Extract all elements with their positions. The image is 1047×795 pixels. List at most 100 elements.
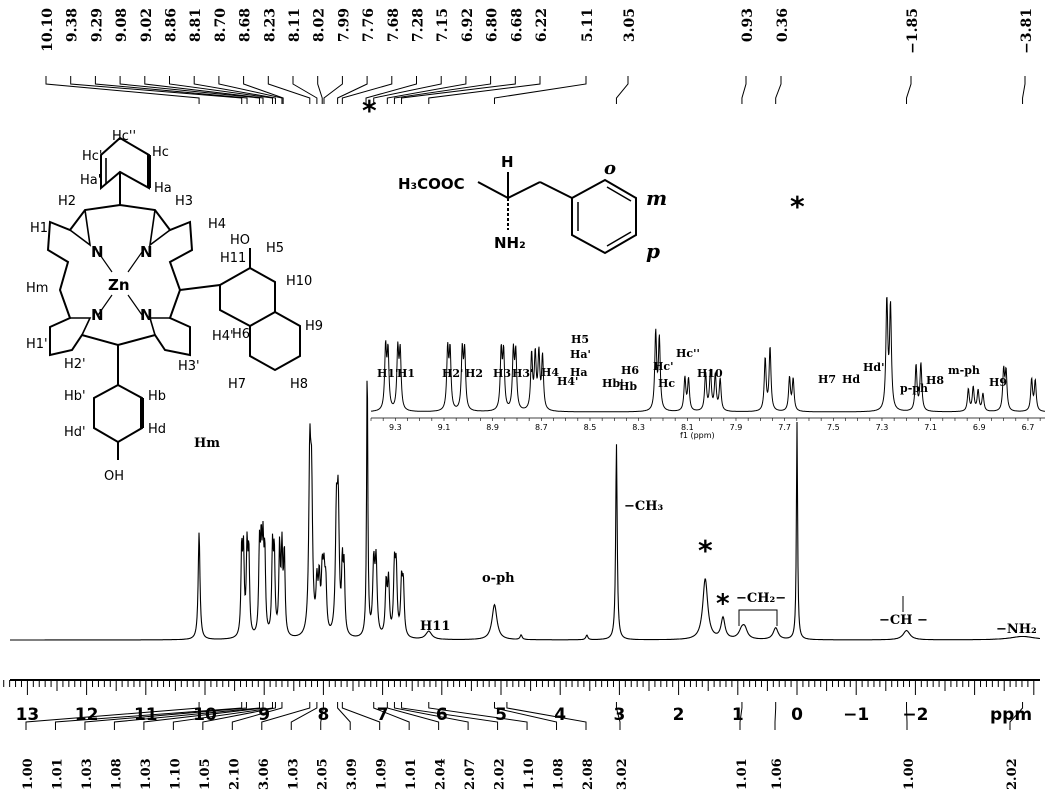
integral-leader — [54, 702, 243, 730]
peak-value-label: 7.99 — [336, 8, 352, 42]
peak-leader — [393, 76, 492, 104]
zn-porphyrin-structure — [46, 136, 301, 460]
x-tick-label: −1 — [843, 705, 869, 725]
peak-leader — [169, 76, 273, 104]
inset-peak-label: Hc' — [653, 360, 673, 373]
bond — [477, 181, 509, 199]
x-tick-label: 9 — [258, 705, 270, 725]
x-axis-ticks — [3, 680, 1035, 695]
x-tick-label: 8 — [317, 705, 329, 725]
peak-value-label: 8.70 — [213, 8, 229, 42]
integral-leader — [290, 702, 318, 730]
phenylalanine-labels: H₃COOC H NH₂ o m p — [398, 153, 667, 263]
peak-value-label: 9.29 — [89, 8, 105, 42]
integral-value: 1.01 — [50, 758, 65, 790]
pyrrole-n-bonds — [69, 209, 171, 336]
annot-ch3: −CH₃ — [624, 499, 664, 514]
benzene-double-bonds — [577, 186, 632, 247]
solvent-marker: * — [790, 190, 805, 223]
integral-value: 2.05 — [316, 758, 331, 790]
label-h3: H3 — [175, 194, 193, 209]
x-tick-label: 6 — [436, 705, 448, 725]
integral-leader — [615, 702, 621, 730]
integral-leader — [774, 702, 777, 730]
label-ha: Ha — [154, 181, 172, 196]
inset-tick-label: 6.9 — [973, 423, 986, 432]
integral-value: 1.05 — [198, 758, 213, 790]
naphthalene-ring-a — [219, 266, 276, 328]
porphyrin-labels: N N N N Zn HO OH Hc'' Hc' Hc Ha' Ha H2 H… — [26, 129, 323, 484]
naphthalene-ring-b — [249, 311, 301, 372]
peak-value-label: 6.68 — [509, 8, 525, 42]
x-tick-label: 13 — [16, 705, 40, 725]
peak-leader — [243, 76, 284, 104]
inset-peak-label: H10 — [697, 367, 723, 380]
inset-tick-label: 6.7 — [1022, 423, 1035, 432]
integral-leader — [386, 702, 440, 730]
label-h2: H2 — [58, 194, 76, 209]
integral-leader — [393, 702, 469, 730]
peak-value-label: 7.28 — [411, 8, 427, 42]
integral-leader — [506, 702, 587, 730]
peak-value-label: 8.81 — [188, 8, 204, 42]
peak-value-label: 7.68 — [386, 8, 402, 42]
peak-value-label: 8.23 — [262, 8, 278, 42]
x-tick-label: 4 — [554, 705, 566, 725]
inset-tick-label: 7.9 — [730, 423, 743, 432]
integral-value: 2.04 — [434, 758, 449, 790]
integral-leader — [320, 702, 324, 730]
integral-leader — [493, 702, 558, 730]
peak-leader — [386, 76, 467, 104]
integral-leader — [1009, 702, 1024, 730]
inset-peak-label: Hd — [842, 373, 860, 386]
label-m: m — [646, 186, 667, 210]
inset-tick-label: 8.3 — [632, 423, 645, 432]
x-tick-label: 0 — [791, 705, 803, 725]
label-h5: H5 — [266, 241, 284, 256]
integral-value: 1.01 — [404, 758, 419, 790]
inset-tick-label: 8.9 — [486, 423, 499, 432]
peak-leader — [70, 76, 243, 104]
label-hm: Hm — [26, 281, 48, 296]
integral-value: 1.08 — [109, 758, 124, 790]
label-h1: H1 — [30, 221, 48, 236]
label-h9: H9 — [305, 319, 323, 334]
atom-n: N — [91, 243, 104, 261]
inset-tick-label: 7.3 — [876, 423, 889, 432]
inset-ticks — [370, 418, 1041, 421]
peak-leader — [1022, 76, 1026, 104]
label-hb1: Hb' — [64, 389, 86, 404]
atom-zn: Zn — [108, 276, 130, 294]
solvent-marker: * — [716, 589, 730, 619]
peak-value-label: 6.22 — [534, 8, 550, 42]
peak-value-label: 7.76 — [361, 8, 377, 42]
label-o: o — [604, 158, 616, 179]
label-hc2: Hc'' — [112, 129, 136, 144]
peak-leader — [323, 76, 343, 104]
inset-tick-label: 8.7 — [535, 423, 548, 432]
peak-value-label: −1.85 — [905, 8, 921, 54]
peak-value-label: 5.11 — [580, 8, 596, 42]
peak-leader — [218, 76, 283, 104]
formula-ester: H₃COOC — [398, 175, 465, 193]
annot-ch2: −CH₂− — [736, 591, 786, 606]
label-h4: H4 — [208, 217, 226, 232]
inset-peak-label: H1 — [397, 367, 415, 380]
integral-leader — [341, 702, 381, 730]
integral-value: 3.09 — [345, 758, 360, 790]
inset-peak-label: Hd' — [863, 361, 884, 374]
inset-tick-label: 9.3 — [389, 423, 402, 432]
peak-value-label: 8.86 — [164, 8, 180, 42]
peak-leader — [119, 76, 260, 104]
label-h8: H8 — [290, 377, 308, 392]
inset-axis-label: f1 (ppm) — [680, 431, 715, 440]
peak-value-label: 0.36 — [775, 8, 791, 42]
inset-peak-label: H1' — [377, 367, 398, 380]
integral-leader — [113, 702, 260, 730]
integral-value: 1.06 — [770, 758, 785, 790]
peak-value-label: 9.08 — [114, 8, 130, 42]
peak-value-label: 8.02 — [312, 8, 328, 42]
